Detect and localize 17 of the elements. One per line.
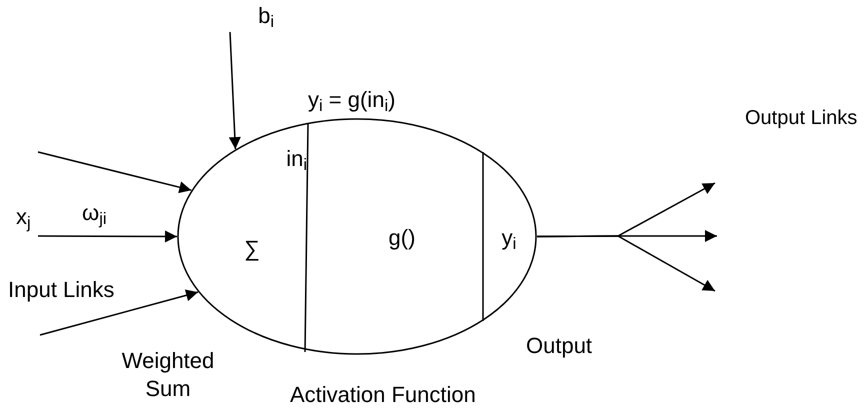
arrow [38, 151, 192, 194]
text-label: Weighted Sum [120, 347, 216, 402]
arrow [40, 289, 198, 336]
input-label: in$_{i}$ [286, 148, 307, 170]
text-label: Output [526, 332, 594, 360]
text-label: x$_{j}$ [16, 203, 32, 230]
text-label: y$_{i}$ = g(in$_{i}$) [308, 86, 396, 114]
arrow [537, 235, 716, 292]
node-label: g() [388, 227, 416, 249]
text-label: Activation Function [290, 381, 477, 408]
arrow [228, 32, 241, 150]
node-label: ∑ [244, 238, 260, 260]
node-label: y$_{i}$ [502, 227, 516, 249]
text-label: Input Links [8, 276, 116, 304]
arrow [38, 230, 177, 242]
node-label: b$_{i}$ [258, 5, 274, 27]
text-label: Output Links [745, 106, 858, 131]
